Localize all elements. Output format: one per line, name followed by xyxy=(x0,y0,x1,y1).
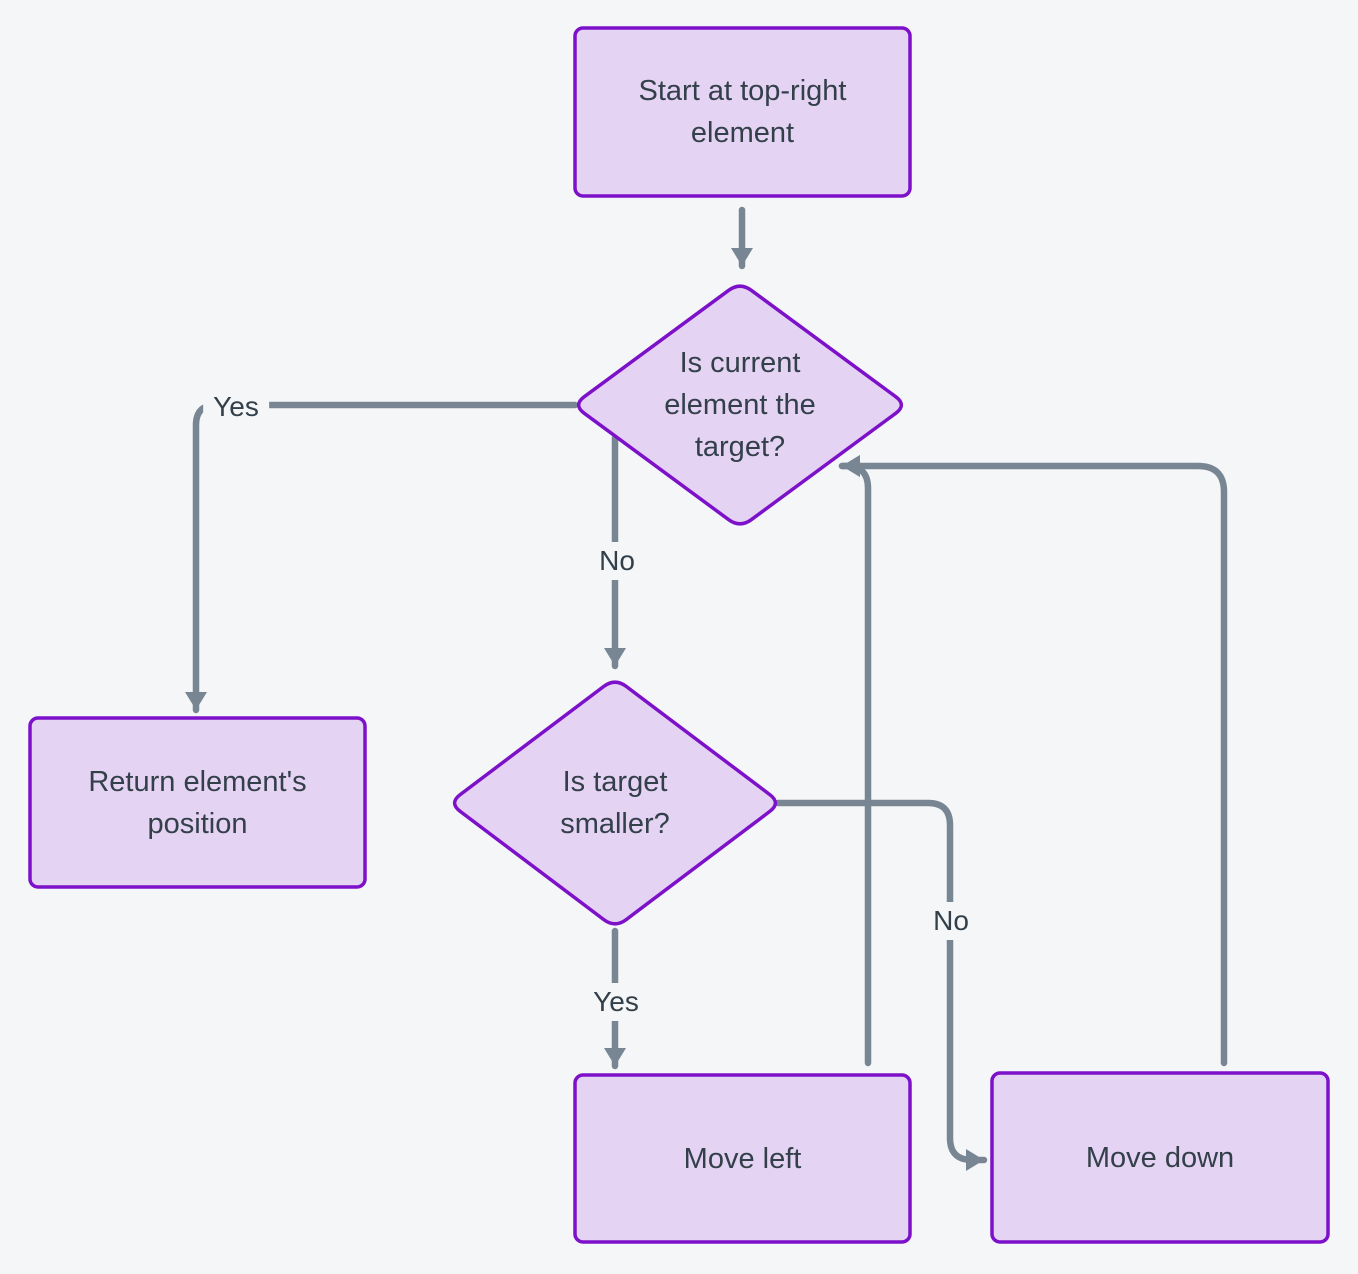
node-return-position-shape xyxy=(28,716,367,889)
node-move-left-shape xyxy=(573,1073,912,1244)
edge-label-yes-return: Yes xyxy=(203,388,269,426)
node-move-down-shape xyxy=(990,1071,1330,1244)
edge-label-no-move-down: No xyxy=(923,902,979,940)
node-start-shape xyxy=(573,26,912,198)
edge-is-smaller-no-to-move-down xyxy=(774,799,988,1171)
node-is-target-shape xyxy=(576,284,904,526)
edge-is-target-yes-to-return xyxy=(185,401,579,714)
edge-move-left-loop-to-is-target xyxy=(838,455,872,1067)
nodes-layer xyxy=(28,26,1330,1244)
edge-label-no-is-smaller: No xyxy=(589,542,645,580)
edge-move-down-loop-to-is-target xyxy=(838,455,1228,1067)
edge-label-yes-move-left: Yes xyxy=(583,983,649,1021)
node-is-smaller-shape xyxy=(452,680,778,926)
